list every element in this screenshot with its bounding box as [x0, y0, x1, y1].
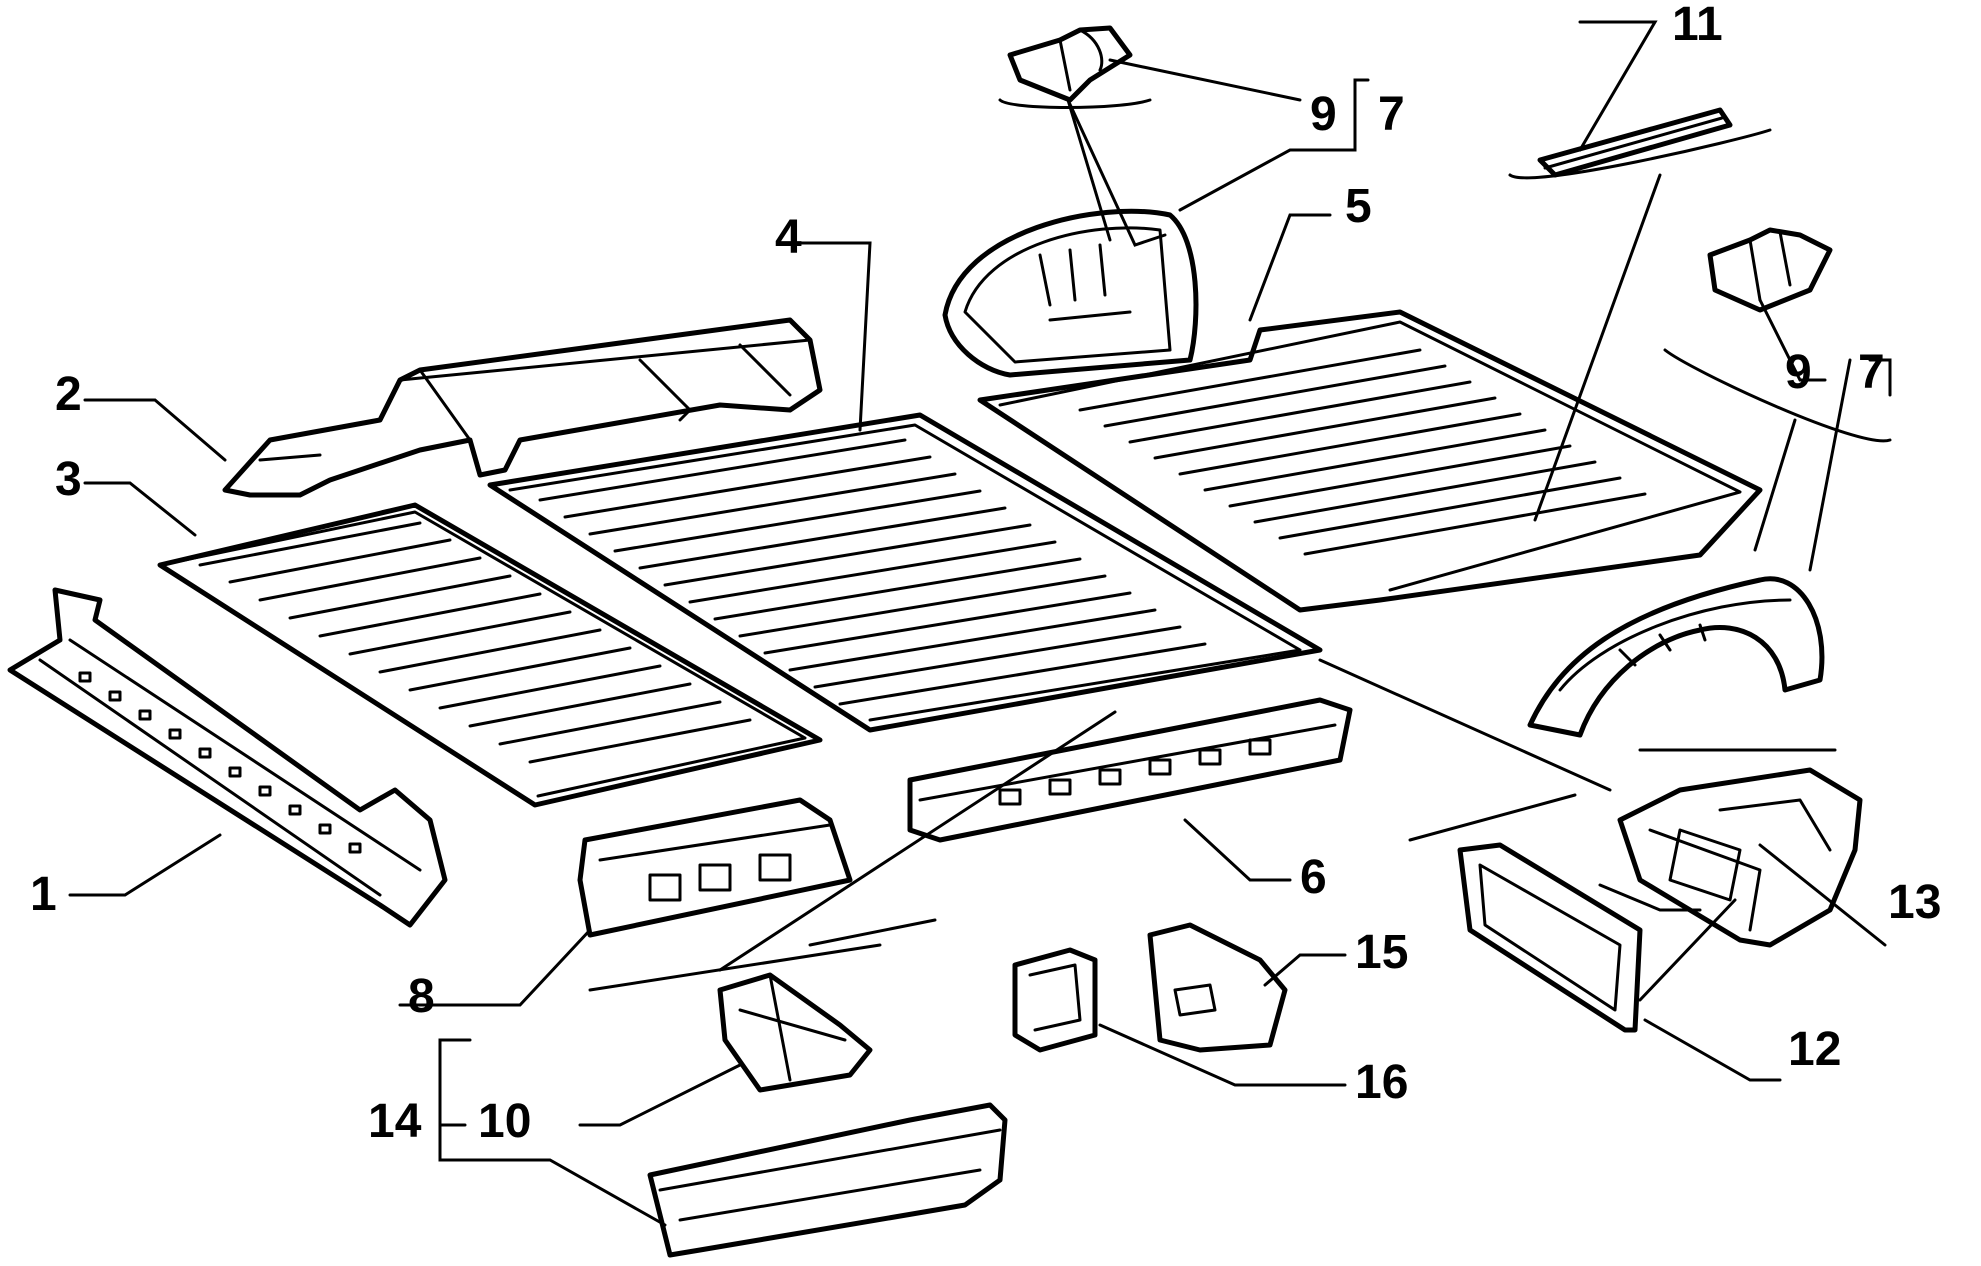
sill-holes — [78, 671, 362, 854]
part-10-gusset — [717, 972, 873, 1093]
part-9-upper-bracket — [1007, 25, 1133, 103]
leader-lines — [68, 20, 1892, 1227]
part-2-cross-member — [222, 317, 823, 498]
callout-8: 8 — [408, 970, 435, 1023]
callout-14: 14 — [368, 1095, 422, 1148]
part-11-rear-bar — [1537, 107, 1733, 178]
part-9-right-bracket — [1707, 227, 1833, 313]
callout-9-top: 9 — [1310, 88, 1337, 141]
part-1-side-sill — [7, 587, 448, 928]
part-12-panel — [1457, 842, 1643, 1033]
part-8-reinforcement — [577, 797, 853, 938]
part-3-front-floor — [157, 502, 823, 808]
callout-7-top: 7 — [1378, 88, 1405, 141]
callout-2: 2 — [55, 368, 82, 421]
callout-12: 12 — [1788, 1023, 1841, 1076]
part-5-rear-floor — [977, 309, 1763, 613]
callout-11: 11 — [1672, 0, 1723, 51]
callout-1: 1 — [30, 868, 57, 921]
callout-3: 3 — [55, 453, 82, 506]
part-14-lower-member — [647, 1102, 1008, 1258]
part-6-side-member — [907, 697, 1353, 843]
callout-5: 5 — [1345, 180, 1372, 233]
callout-16: 16 — [1355, 1056, 1408, 1109]
part-15-bracket — [1147, 922, 1288, 1053]
callout-labels: 1 2 3 4 5 6 7 7 8 9 9 10 11 12 13 14 15 … — [30, 0, 1941, 1148]
callout-9-right: 9 — [1785, 346, 1812, 399]
part-13-box-member — [1617, 767, 1863, 948]
callout-13: 13 — [1888, 876, 1941, 929]
callout-4: 4 — [775, 211, 802, 264]
callout-10: 10 — [478, 1095, 531, 1148]
part-16-small-bracket — [1012, 947, 1098, 1053]
part-4-centre-floor — [487, 412, 1323, 733]
part-7-upper-wheel-arch — [942, 208, 1199, 378]
callout-6: 6 — [1300, 851, 1327, 904]
callout-15: 15 — [1355, 926, 1408, 979]
part-7-right-wheel-arch — [1527, 576, 1825, 738]
callout-7-right: 7 — [1858, 346, 1885, 399]
rear-floor-ribs — [1078, 348, 1647, 556]
centre-floor-ribs — [538, 438, 1207, 706]
front-floor-ribs — [198, 521, 752, 764]
